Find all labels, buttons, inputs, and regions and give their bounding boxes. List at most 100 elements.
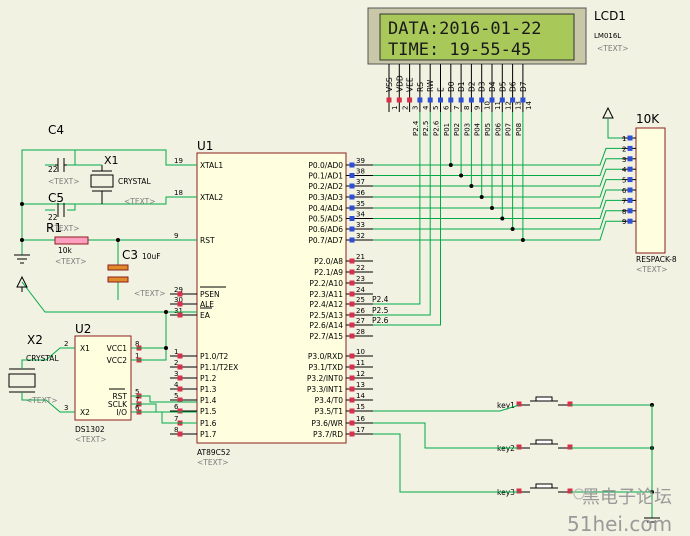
p2-control-wire — [373, 112, 421, 305]
oscillator-wiring — [20, 149, 197, 361]
x2-label: CRYSTAL — [26, 354, 59, 363]
watermark: 黑电子论坛 51hei.com — [567, 487, 672, 536]
lcd-net-label: P02 — [453, 123, 461, 136]
u1-pin-marker — [349, 333, 355, 339]
u1-pin-marker — [349, 408, 355, 414]
lcd-net-label: P2.4 — [412, 120, 420, 136]
u2-u1-wiring — [131, 395, 197, 424]
u1-left-pin-label: P1.5 — [200, 407, 217, 416]
u1-pin-marker — [349, 301, 355, 307]
capacitor-c3[interactable]: C3 10uF <TEXT> — [107, 248, 165, 298]
u1-pin-marker — [349, 322, 355, 328]
junction-dot — [448, 163, 453, 167]
key-cap[interactable] — [535, 396, 553, 402]
junction-dot — [20, 202, 24, 206]
u1-left-pin-label: XTAL1 — [200, 161, 223, 170]
lcd-net-label: P01 — [443, 123, 451, 136]
u1-right-pin-label: P3.3/INT1 — [307, 385, 343, 394]
u1-pin-marker — [349, 353, 355, 359]
u1-left-pin-label: P1.0/T2 — [200, 352, 229, 361]
u1-right-pin-label: P2.6/A14 — [309, 321, 343, 330]
key-signal-wire — [373, 433, 519, 493]
u1-right-pin-label: P3.5/T1 — [315, 407, 344, 416]
u1-right-pin-label: P3.1/TXD — [309, 363, 344, 372]
respack-pin-number: 1 — [622, 135, 626, 143]
capacitor-c5[interactable]: C5 22 <TEXT> — [48, 191, 79, 233]
u1-left-pin-number: 9 — [174, 232, 178, 240]
respack-pin-number: 4 — [622, 166, 627, 174]
resistor-pack[interactable]: 10K RESPACK-8 <TEXT> — [635, 112, 677, 274]
respack-pin-number: 2 — [622, 145, 626, 153]
u1-right-pin-number: 32 — [356, 232, 365, 240]
junction-dot — [469, 184, 474, 188]
junction-dot — [520, 238, 525, 242]
lcd-module[interactable]: DATA:2016-01-22 TIME: 19-55-45 LCD1 LM01… — [367, 7, 628, 65]
p2-net-label: P2.6 — [372, 316, 389, 325]
u1-right-pin-label: P0.3/AD3 — [308, 193, 343, 202]
resistor-r1[interactable]: R1 10k <TEXT> — [46, 221, 89, 266]
u1-left-pin-label: P1.6 — [200, 419, 217, 428]
u1-body[interactable] — [196, 152, 347, 444]
u1-pin-marker — [177, 408, 183, 414]
lcd-pin-number: 10 — [484, 101, 492, 110]
u2-right-pin-label: VCC2 — [107, 356, 128, 365]
lcd-text-tag: <TEXT> — [597, 44, 628, 53]
p0-bus-wire — [373, 158, 622, 176]
junction-dot — [500, 216, 505, 221]
u2-right-pin-number: 1 — [135, 352, 139, 360]
key-pin-marker — [516, 444, 522, 450]
key-pin-marker — [516, 488, 522, 494]
u1-left-pin-number: 19 — [174, 157, 183, 165]
u1-right-pin-label: P2.0/A8 — [314, 257, 343, 266]
junction-dot — [459, 173, 464, 178]
u1-pin-marker — [349, 420, 355, 426]
u1-right-pin-number: 24 — [356, 286, 365, 294]
u1-pin-marker — [349, 291, 355, 297]
u1-name: U1 — [197, 139, 213, 153]
respack-pin-marker — [627, 197, 633, 203]
respack-pin-number: 5 — [622, 177, 626, 185]
capacitor-c4[interactable]: C4 22 <TEXT> — [48, 123, 79, 186]
u1-left-pin-number: 31 — [174, 307, 183, 315]
respack-pin-marker — [627, 166, 633, 172]
u1-left-pin-label: PSEN — [200, 290, 220, 299]
u1-pin-marker — [349, 173, 355, 178]
u1-pin-marker — [349, 205, 355, 211]
lcd-pin-marker — [417, 97, 423, 103]
ground-symbol — [14, 254, 30, 264]
key-cap[interactable] — [535, 439, 553, 445]
u1-pin-marker — [177, 364, 183, 370]
key-pin-marker — [567, 401, 573, 407]
respack-pin-marker — [627, 145, 633, 151]
respack-pin-marker — [627, 135, 633, 141]
crystal-x2[interactable]: X2 CRYSTAL <TEXT> — [8, 333, 75, 413]
u1-pin-marker — [349, 431, 355, 437]
u1-right-pin-label: P0.4/AD4 — [308, 204, 343, 213]
u1-pin-marker — [349, 364, 355, 370]
u2-left-pin-number: 3 — [64, 404, 68, 412]
lcd-pin-number: 9 — [473, 106, 481, 110]
respack-pin-number: 7 — [622, 197, 626, 205]
u1-right-pin-number: 17 — [356, 426, 365, 434]
u1-pin-marker — [349, 280, 355, 286]
lcd-net-label: P2.5 — [422, 121, 430, 136]
junction-dot — [510, 227, 515, 231]
u2-body[interactable] — [74, 335, 132, 421]
u1-right-pin-number: 21 — [356, 253, 365, 261]
watermark-cn: 黑电子论坛 — [582, 487, 672, 508]
u1-left-pin-number: 7 — [174, 415, 178, 423]
lcd-net-label: P08 — [515, 123, 523, 136]
key-cap[interactable] — [535, 483, 553, 489]
crystal-x1[interactable]: X1 CRYSTAL <TEXT> — [75, 154, 155, 206]
u1-right-pin-label: P2.4/A12 — [309, 300, 343, 309]
u1-pin-marker — [349, 258, 355, 264]
u2-right-pin-number: 7 — [135, 396, 139, 404]
lcd-model: LM016L — [594, 32, 621, 40]
u1-right-pin-number: 36 — [356, 189, 365, 197]
watermark-url: 51hei.com — [567, 512, 672, 536]
respack-pin-marker — [627, 187, 633, 193]
p0-bus-wire — [373, 199, 622, 219]
lcd-pin-number: 4 — [422, 105, 430, 110]
u1-right-pin-number: 28 — [356, 328, 365, 336]
